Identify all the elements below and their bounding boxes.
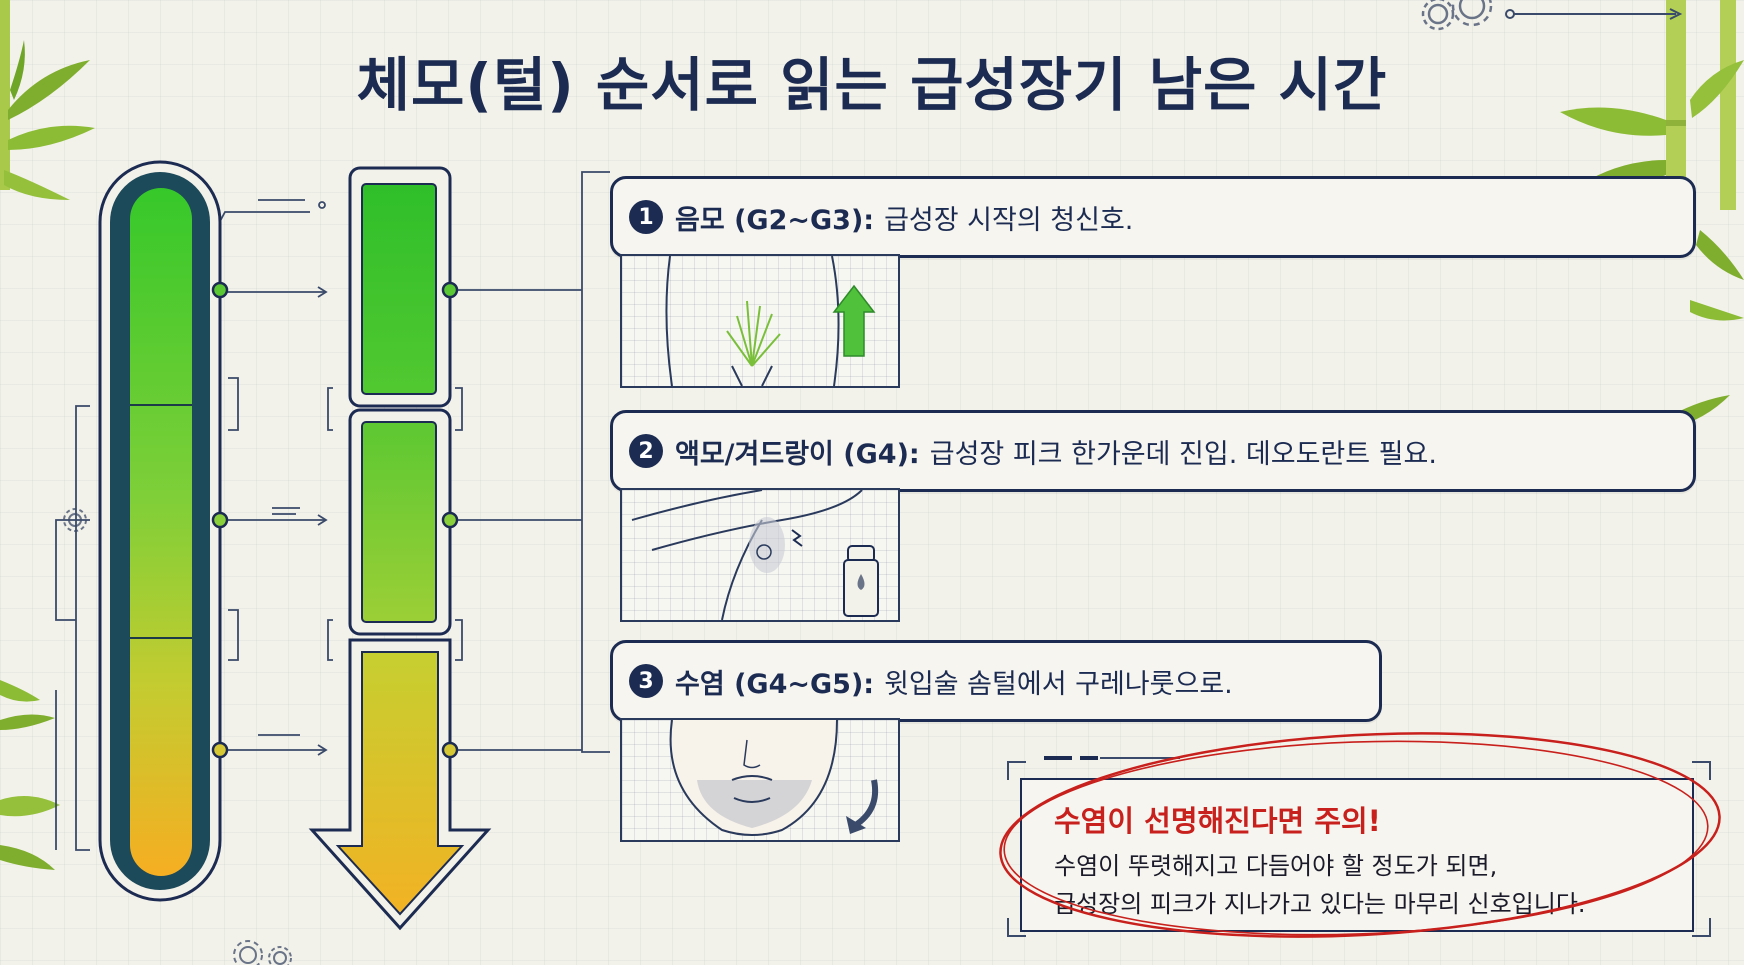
step-number-badge: 1	[629, 200, 663, 234]
connector-dots	[211, 281, 459, 759]
circuit-top-right	[1505, 8, 1683, 20]
beard-illustration	[620, 718, 900, 842]
step-label-2: 2 액모/겨드랑이 (G4): 급성장 피크 한가운데 진입. 데오도란트 필요…	[610, 410, 1696, 492]
hair-growth-icon	[726, 300, 781, 367]
step-number-badge: 2	[629, 434, 663, 468]
step-description: 급성장 피크 한가운데 진입. 데오도란트 필요.	[929, 438, 1437, 470]
growth-progress-tube	[98, 160, 222, 902]
armpit-illustration	[620, 488, 900, 622]
step-description: 급성장 시작의 청신호.	[884, 204, 1134, 236]
warning-title: 수염이 선명해진다면 주의!	[1054, 804, 1381, 838]
step-label-3: 3 수염 (G4~G5): 윗입술 솜털에서 구레나룻으로.	[610, 640, 1382, 722]
warning-box: 수염이 선명해진다면 주의! 수염이 뚜렷해지고 다듬어야 할 정도가 되면, …	[1020, 778, 1694, 932]
connector-lines	[458, 171, 610, 753]
step-number-badge: 3	[629, 664, 663, 698]
page-title: 체모(털) 순서로 읽는 급성장기 남은 시간	[356, 51, 1388, 119]
bamboo-leaves-left	[0, 0, 95, 870]
deodorant-icon	[843, 545, 879, 617]
gear-icon	[233, 940, 292, 965]
step-name: 음모 (G2~G3):	[675, 204, 875, 236]
step-name: 수염 (G4~G5):	[675, 668, 875, 700]
pubic-hair-illustration	[620, 254, 900, 388]
warning-text-line-1: 수염이 뚜렷해지고 다듬어야 할 정도가 되면,	[1054, 852, 1498, 880]
growth-stage-arrow	[308, 166, 492, 931]
step-label-1: 1 음모 (G2~G3): 급성장 시작의 청신호.	[610, 176, 1696, 258]
step-name: 액모/겨드랑이 (G4):	[675, 438, 920, 470]
curved-arrow-icon	[846, 779, 878, 834]
up-arrow-icon	[832, 284, 876, 357]
step-description: 윗입술 솜털에서 구레나룻으로.	[884, 668, 1233, 700]
warning-text-line-2: 급성장의 피크가 지나가고 있다는 마무리 신호입니다.	[1054, 890, 1586, 918]
gear-icon	[1421, 0, 1493, 31]
